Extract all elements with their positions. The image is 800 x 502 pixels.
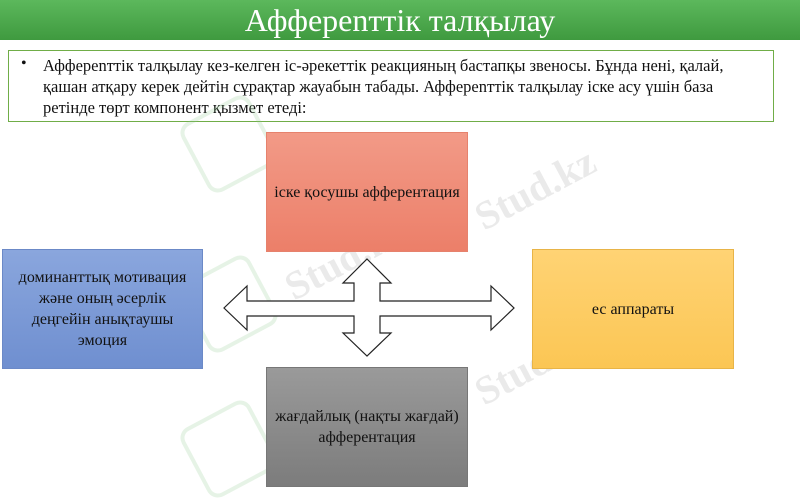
situational-afferentation-label: жағдайлық (нақты жағдай) афферентация [275,408,459,446]
intro-box: • Афферenттік талқылау кез-келген іс-әре… [8,50,774,122]
four-way-arrow-icon [223,258,515,357]
slide-title: Афферenттік талқылау [244,2,556,38]
trigger-afferentation-box: іске қосушы афферентация [266,132,468,252]
dominant-motivation-label: доминанттық мотивация және оның әсерлік … [18,269,187,349]
title-bar [0,0,800,40]
situational-afferentation-box: жағдайлық (нақты жағдай) афферентация [266,367,468,487]
intro-text: Афферenттік талқылау кез-келген іс-әреке… [43,56,724,117]
four-way-arrow-shape [223,258,515,357]
bullet-icon: • [21,55,27,72]
memory-apparatus-box: ес аппараты [532,249,734,369]
memory-apparatus-label: ес аппараты [591,300,675,318]
trigger-afferentation-label: іске қосушы афферентация [274,183,460,201]
dominant-motivation-box: доминанттық мотивация және оның әсерлік … [2,249,203,369]
